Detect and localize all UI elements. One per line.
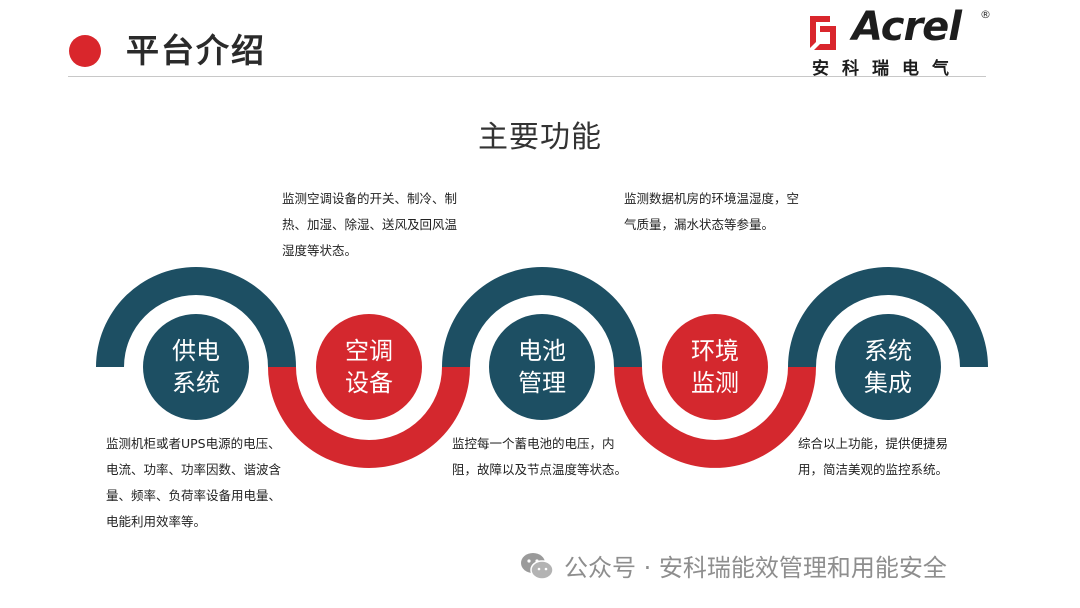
- function-line1: 系统: [864, 337, 912, 365]
- arc-top-3: [442, 267, 642, 367]
- function-line2: 系统: [172, 369, 220, 397]
- function-environment-monitoring: 环境监测: [662, 314, 768, 420]
- function-line1: 空调: [345, 337, 393, 365]
- function-line1: 电池: [518, 337, 566, 365]
- logo-wordmark: Acrel: [852, 4, 962, 50]
- function-line2: 管理: [518, 369, 566, 397]
- acrel-logo: Acrel ® 安科瑞电气: [808, 4, 998, 79]
- function-battery-management: 电池管理: [489, 314, 595, 420]
- function-power-supply: 供电系统: [143, 314, 249, 420]
- header-bullet: [69, 35, 101, 67]
- logo-chinese-name: 安科瑞电气: [812, 59, 962, 79]
- arc-bottom-4: [614, 367, 816, 468]
- arc-top-1: [96, 267, 296, 367]
- function-system-integration: 系统集成: [835, 314, 941, 420]
- watermark-text: 公众号 · 安科瑞能效管理和用能安全: [564, 554, 947, 582]
- function-line2: 监测: [691, 369, 739, 397]
- section-title: 主要功能: [478, 120, 602, 155]
- watermark: 公众号 · 安科瑞能效管理和用能安全: [520, 548, 947, 583]
- description-air-conditioning: 监测空调设备的开关、制冷、制热、加湿、除湿、送风及回风温湿度等状态。: [282, 191, 458, 258]
- logo-registered-mark: ®: [980, 8, 991, 21]
- arc-bottom-2: [268, 367, 470, 468]
- function-line2: 集成: [864, 369, 912, 397]
- description-battery-management: 监控每一个蓄电池的电压，内阻，故障以及节点温度等状态。: [452, 436, 628, 477]
- function-line1: 供电: [172, 337, 220, 365]
- function-line2: 设备: [345, 369, 393, 397]
- description-power-supply: 监测机柜或者UPS电源的电压、电流、功率、功率因数、谐波含量、频率、负荷率设备用…: [106, 436, 282, 529]
- header-divider: [68, 76, 986, 77]
- page-title: 平台介绍: [126, 31, 266, 70]
- function-air-conditioning: 空调设备: [316, 314, 422, 420]
- description-environment-monitoring: 监测数据机房的环境温湿度，空气质量，漏水状态等参量。: [624, 191, 800, 232]
- wechat-icon: [521, 552, 554, 580]
- acrel-logo-mark-icon: [810, 16, 836, 50]
- description-system-integration: 综合以上功能，提供便捷易用，简洁美观的监控系统。: [798, 436, 949, 477]
- arc-top-5: [788, 267, 988, 367]
- function-line1: 环境: [691, 337, 739, 365]
